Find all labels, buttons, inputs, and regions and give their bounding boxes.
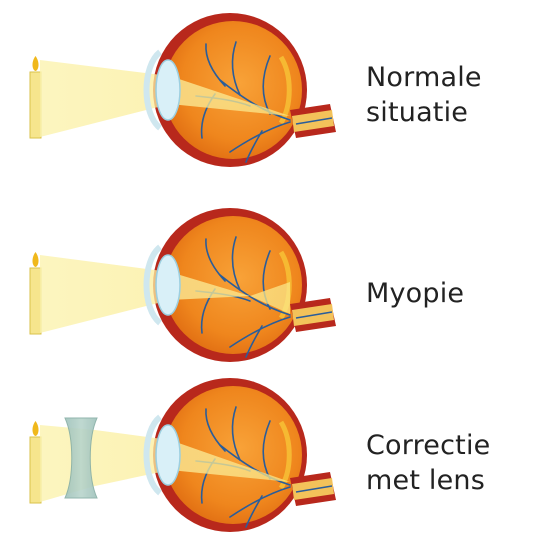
optic-nerve: [290, 472, 336, 506]
label-myopia: Myopie: [366, 276, 464, 311]
label-line: Normale: [366, 60, 482, 95]
label-line: Correctie: [366, 428, 490, 463]
panel-correction: [30, 378, 336, 532]
label-line: met lens: [366, 463, 490, 498]
label-normal-situation: Normale situatie: [366, 60, 482, 130]
label-correction-with-lens: Correctie met lens: [366, 428, 490, 498]
optic-nerve: [290, 298, 336, 332]
label-line: Myopie: [366, 276, 464, 311]
panel-normal: [30, 13, 336, 167]
panel-myopia: [30, 208, 336, 362]
candle-icon: [30, 421, 41, 503]
label-line: situatie: [366, 95, 482, 130]
candle-icon: [30, 56, 41, 138]
optic-nerve: [290, 104, 336, 138]
candle-icon: [30, 252, 41, 334]
